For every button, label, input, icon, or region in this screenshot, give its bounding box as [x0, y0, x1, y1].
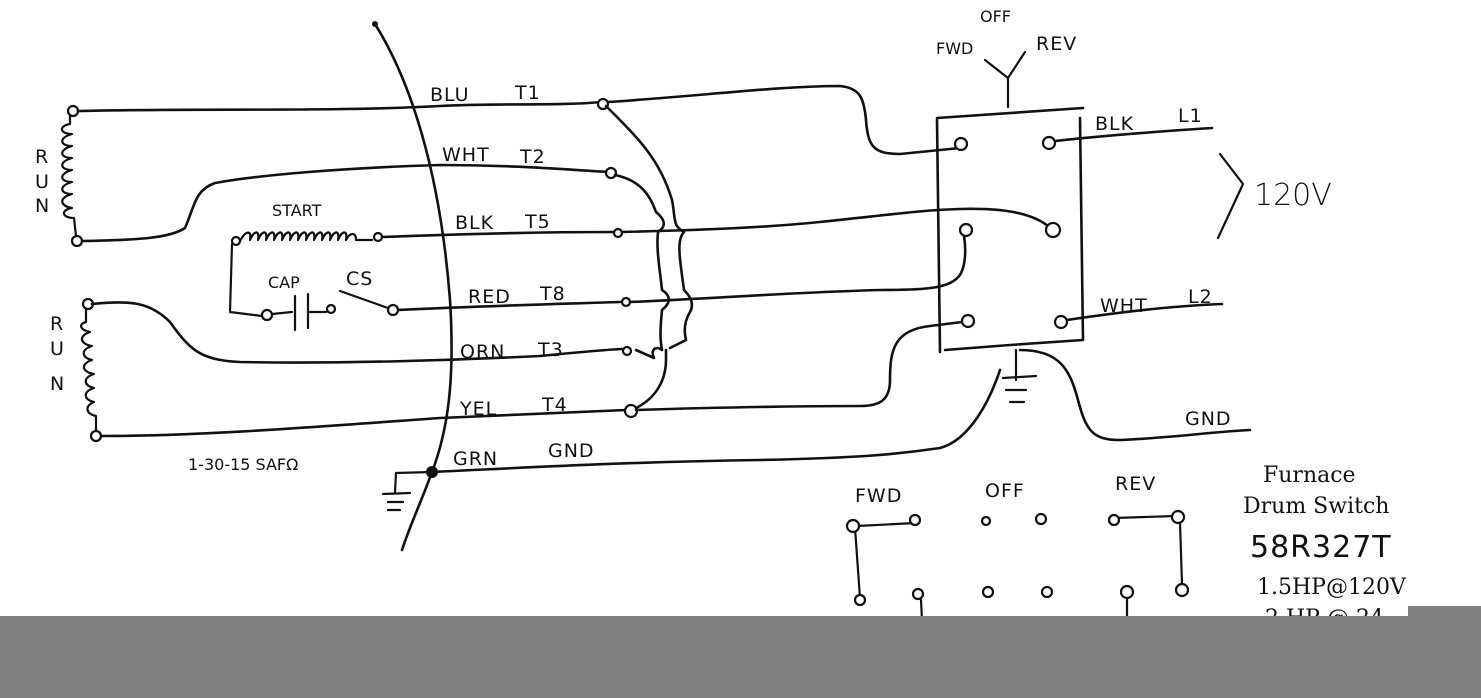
wire-wht-t2 — [80, 163, 612, 243]
lead-terminal-t5: T5 — [524, 211, 551, 233]
switch-info-rating1: 1.5HP@120V — [1257, 575, 1407, 600]
switch-contact-5 — [960, 313, 976, 329]
fwd-contacts — [845, 513, 925, 622]
wire-t8-to-switch — [628, 234, 967, 304]
lead-color-blu: BLU — [430, 84, 470, 106]
start-winding — [228, 231, 384, 318]
wire-l1 — [1053, 126, 1214, 143]
l2-color-label: WHT — [1100, 295, 1148, 317]
start-label: START — [272, 201, 322, 220]
motor-model-label: 1-30-15 SAFΩ — [188, 455, 298, 474]
jumper-t2-bundle — [613, 173, 671, 360]
lead-color-yel: YEL — [459, 398, 497, 420]
switch-handle-icon — [983, 50, 1027, 109]
wire-t4-to-switch — [634, 320, 964, 412]
run-upper-letter-n: N — [35, 195, 50, 217]
switch-ground-icon — [1001, 348, 1038, 404]
jumper-t4 — [634, 348, 668, 410]
voltage-bracket-icon — [1216, 152, 1245, 240]
drum-switch-box — [935, 106, 1085, 354]
run-lower-letter-u: U — [50, 338, 65, 360]
lead-terminal-t4: T4 — [541, 394, 568, 416]
wire-red-t8 — [396, 300, 622, 312]
run-upper-letter-u: U — [35, 171, 50, 193]
switch-info-line2: Drum Switch — [1243, 494, 1389, 519]
wire-switch-gnd — [1018, 348, 1252, 442]
chart-header-rev: REV — [1115, 473, 1156, 495]
lead-color-orn: ORN — [460, 341, 505, 363]
switch-info-model: 58R327T — [1250, 530, 1392, 565]
chart-header-off: OFF — [985, 480, 1025, 502]
run-winding-upper — [60, 104, 84, 248]
handle-off-label: OFF — [980, 7, 1011, 26]
centrifugal-switch — [338, 289, 400, 317]
run-lower-letter-n: N — [50, 373, 65, 395]
l1-label: L1 — [1178, 105, 1203, 127]
lead-terminal-t8: T8 — [539, 283, 566, 305]
lead-color-blk: BLK — [455, 212, 494, 234]
switch-contact-1 — [953, 136, 969, 152]
l1-color-label: BLK — [1095, 113, 1134, 135]
lead-color-grn: GRN — [453, 448, 498, 470]
gnd-label: GND — [1185, 408, 1232, 430]
l2-label: L2 — [1188, 286, 1213, 308]
lead-color-wht: WHT — [442, 144, 490, 166]
wire-t1-to-switch — [606, 84, 962, 156]
lead-terminal-t1: T1 — [514, 82, 541, 104]
run-upper-letter-r: R — [35, 146, 49, 168]
start-capacitor — [260, 292, 337, 332]
run-winding-lower — [80, 297, 103, 443]
wire-blu-t1 — [76, 100, 604, 113]
bottom-overlay-bar — [0, 616, 1481, 698]
terminal-t2 — [604, 166, 618, 180]
motor-housing-boundary — [372, 21, 453, 552]
chart-header-fwd: FWD — [855, 485, 902, 507]
cs-label: CS — [346, 268, 373, 290]
handle-fwd-label: FWD — [936, 39, 973, 58]
switch-info-note: Furnace Drum Switch 58R327T 1.5HP@120V 2… — [1243, 463, 1407, 631]
voltage-label: 120V — [1254, 178, 1332, 213]
lead-color-red: RED — [468, 286, 511, 308]
wire-orn-t3 — [90, 301, 624, 364]
off-contacts — [980, 512, 1054, 599]
cap-label: CAP — [268, 273, 300, 292]
jumper-t1-bundle — [604, 104, 694, 350]
rev-contacts — [1107, 509, 1190, 622]
terminal-t3 — [621, 345, 633, 357]
terminal-t5 — [612, 227, 624, 239]
wire-blk-t5 — [380, 230, 616, 239]
switch-contact-4 — [1044, 221, 1062, 239]
lead-terminal-t2: T2 — [519, 146, 546, 168]
run-lower-letter-r: R — [50, 313, 64, 335]
handle-rev-label: REV — [1036, 33, 1077, 55]
wire-yel-t4 — [99, 408, 628, 438]
switch-contact-6 — [1053, 314, 1069, 330]
switch-info-line1: Furnace — [1263, 463, 1356, 488]
switch-contact-2 — [1041, 135, 1057, 151]
wire-grn-gnd — [430, 368, 1002, 474]
overlay-bar-notch — [1408, 606, 1481, 618]
contact-chart: FWD OFF REV — [845, 473, 1190, 622]
wire-l2 — [1065, 302, 1224, 322]
lead-terminal-gnd: GND — [548, 440, 595, 462]
wire-t5-to-switch — [620, 207, 1050, 234]
switch-contact-3 — [958, 222, 974, 238]
lead-terminal-t3: T3 — [537, 339, 564, 361]
motor-ground-icon — [381, 466, 438, 512]
